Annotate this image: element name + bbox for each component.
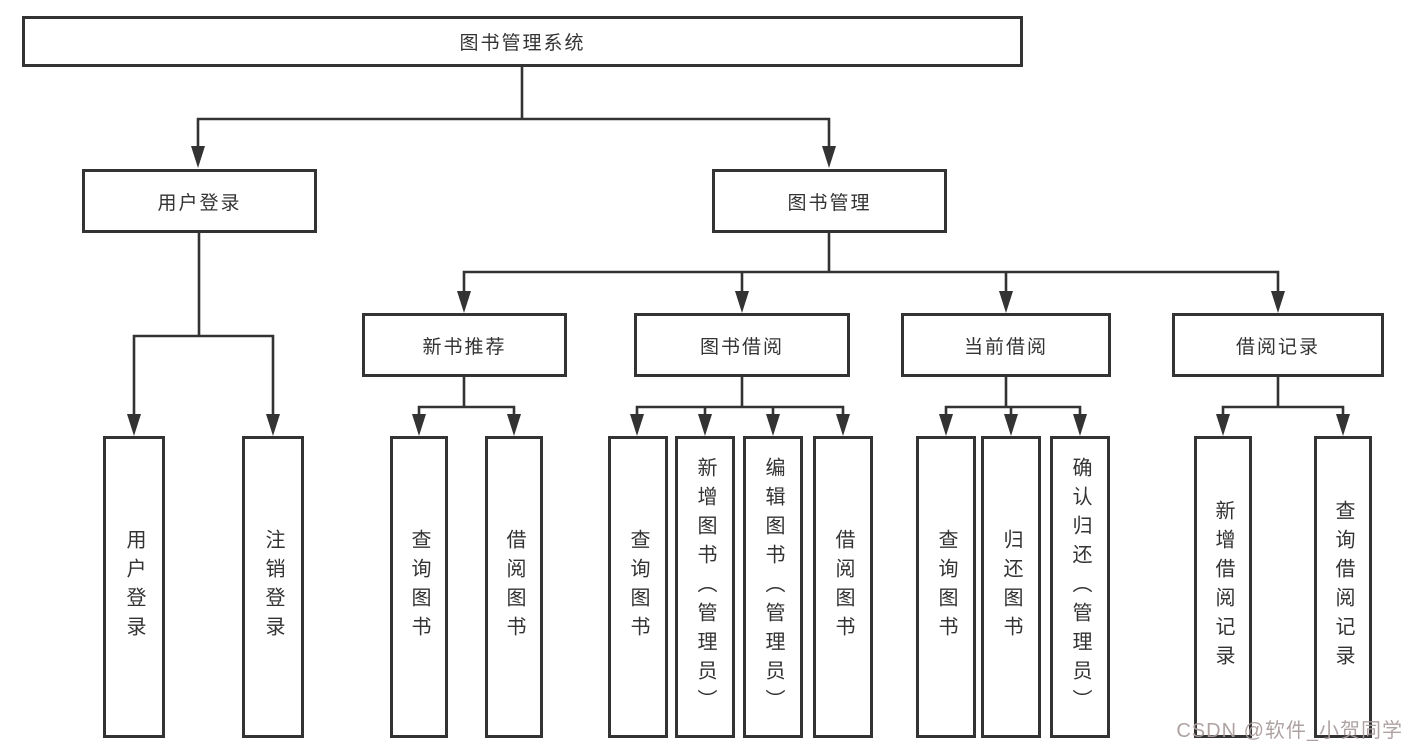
leaf-query-books-borrow: 查询图书 [608, 436, 668, 738]
leaf-add-borrow-record: 新增借阅记录 [1194, 436, 1252, 738]
leaf-borrow-books-recommend-label: 借阅图书 [503, 529, 525, 645]
leaf-add-book-admin: 新增图书（管理员） [675, 436, 735, 738]
node-new-book-recommend: 新书推荐 [362, 313, 567, 377]
leaf-add-book-admin-label: 新增图书（管理员） [694, 456, 716, 718]
leaf-logout: 注销登录 [242, 436, 304, 738]
leaf-confirm-return-admin: 确认归还（管理员） [1050, 436, 1110, 738]
watermark: CSDN @软件_小贺同学 [1176, 720, 1403, 742]
leaf-edit-book-admin-label: 编辑图书（管理员） [762, 456, 784, 718]
leaf-user-login: 用户登录 [103, 436, 165, 738]
leaf-query-books-borrow-label: 查询图书 [627, 529, 649, 645]
leaf-user-login-label: 用户登录 [123, 529, 145, 645]
node-current-borrow-label: 当前借阅 [963, 336, 1048, 358]
leaf-query-books-current: 查询图书 [916, 436, 976, 738]
node-book-borrow-label: 图书借阅 [699, 336, 784, 358]
arrowheads [127, 146, 1350, 436]
node-borrow-record: 借阅记录 [1172, 313, 1384, 377]
node-root: 图书管理系统 [22, 16, 1023, 67]
node-borrow-record-label: 借阅记录 [1235, 336, 1320, 358]
leaf-borrow-books: 借阅图书 [813, 436, 873, 738]
node-new-book-recommend-label: 新书推荐 [422, 336, 507, 358]
leaf-add-borrow-record-label: 新增借阅记录 [1212, 500, 1234, 674]
leaf-query-books-current-label: 查询图书 [935, 529, 957, 645]
leaf-return-book-label: 归还图书 [1000, 529, 1022, 645]
leaf-borrow-books-label: 借阅图书 [832, 529, 854, 645]
node-current-borrow: 当前借阅 [901, 313, 1111, 377]
node-book-management-label: 图书管理 [787, 192, 872, 214]
node-user-login-label: 用户登录 [157, 192, 242, 214]
leaf-query-books-recommend: 查询图书 [390, 436, 448, 738]
leaf-logout-label: 注销登录 [262, 529, 284, 645]
node-book-borrow: 图书借阅 [634, 313, 850, 377]
node-user-login: 用户登录 [82, 169, 317, 233]
leaf-edit-book-admin: 编辑图书（管理员） [743, 436, 803, 738]
leaf-query-books-recommend-label: 查询图书 [408, 529, 430, 645]
node-root-label: 图书管理系统 [459, 33, 586, 54]
leaf-query-borrow-record: 查询借阅记录 [1314, 436, 1372, 738]
leaf-borrow-books-recommend: 借阅图书 [485, 436, 543, 738]
leaf-confirm-return-admin-label: 确认归还（管理员） [1069, 456, 1091, 718]
node-book-management: 图书管理 [712, 169, 947, 233]
leaf-return-book: 归还图书 [981, 436, 1041, 738]
leaf-query-borrow-record-label: 查询借阅记录 [1332, 500, 1354, 674]
